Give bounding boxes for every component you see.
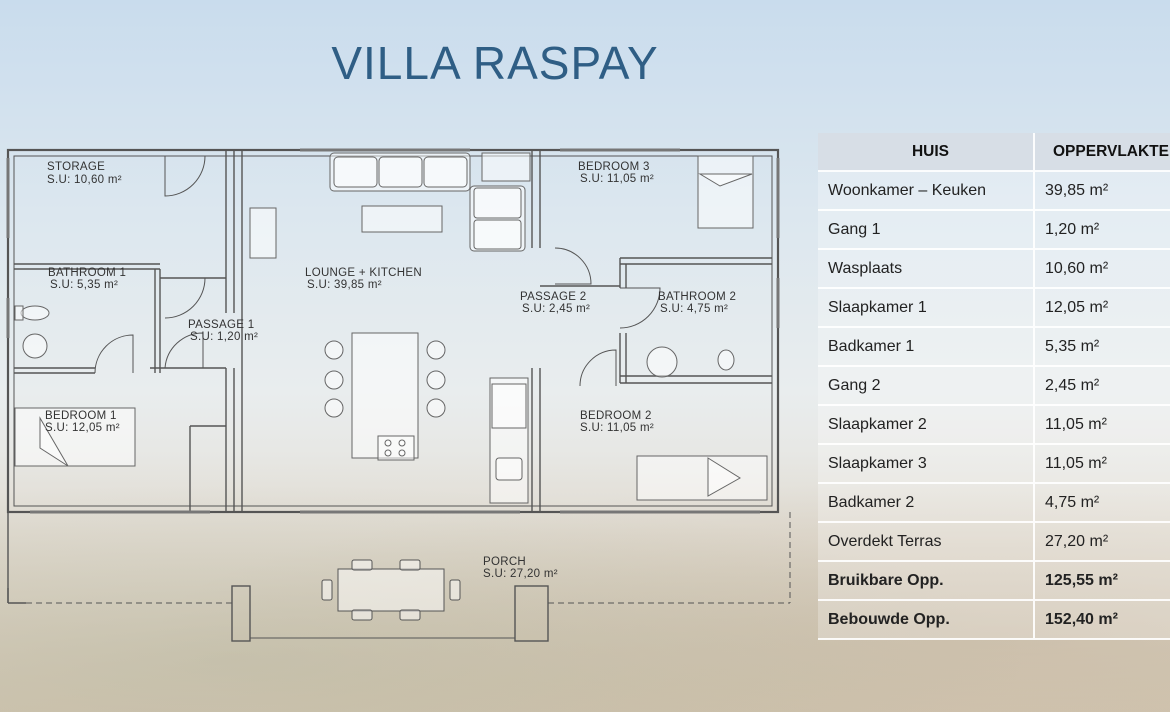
room-name: Slaapkamer 1 <box>818 288 1034 328</box>
table-header-row: HUIS OPPERVLAKTE <box>818 133 1170 172</box>
room-area: 5,35 m² <box>1033 327 1170 367</box>
room-area-lounge-kitchen: S.U: 39,85 m² <box>307 279 382 291</box>
total-row-built: Bebouwde Opp.152,40 m² <box>818 600 1170 640</box>
room-area-passage-1: S.U: 1,20 m² <box>190 331 258 343</box>
room-label-bedroom-1: BEDROOM 1 <box>45 410 117 422</box>
room-area: 2,45 m² <box>1033 366 1170 406</box>
total-value: 152,40 m² <box>1033 600 1170 640</box>
header-huis: HUIS <box>818 133 1034 172</box>
room-name: Slaapkamer 3 <box>818 444 1034 484</box>
room-name: Badkamer 1 <box>818 327 1034 367</box>
room-area: 11,05 m² <box>1033 405 1170 445</box>
room-area-porch: S.U: 27,20 m² <box>483 568 558 580</box>
room-area: 4,75 m² <box>1033 483 1170 523</box>
total-value: 125,55 m² <box>1033 561 1170 601</box>
room-area: 12,05 m² <box>1033 288 1170 328</box>
room-label-bathroom-1: BATHROOM 1 <box>48 267 126 279</box>
room-name: Wasplaats <box>818 249 1034 289</box>
room-area: 27,20 m² <box>1033 522 1170 562</box>
room-area-passage-2: S.U: 2,45 m² <box>522 303 590 315</box>
room-label-bedroom-3: BEDROOM 3 <box>578 161 650 173</box>
room-name: Slaapkamer 2 <box>818 405 1034 445</box>
room-label-bedroom-2: BEDROOM 2 <box>580 410 652 422</box>
room-label-bathroom-2: BATHROOM 2 <box>658 291 736 303</box>
room-area: 1,20 m² <box>1033 210 1170 250</box>
floor-plan-drawing: STORAGE S.U: 10,60 m² BATHROOM 1 S.U: 5,… <box>6 148 791 642</box>
room-area-bathroom-1: S.U: 5,35 m² <box>50 279 118 291</box>
room-label-porch: PORCH <box>483 556 526 568</box>
page-title: VILLA RASPAY <box>331 37 659 89</box>
room-name: Woonkamer – Keuken <box>818 171 1034 211</box>
room-area: 39,85 m² <box>1033 171 1170 211</box>
room-area-bedroom-3: S.U: 11,05 m² <box>580 173 654 185</box>
room-name: Gang 1 <box>818 210 1034 250</box>
room-label-passage-1: PASSAGE 1 <box>188 319 254 331</box>
room-area-bedroom-1: S.U: 12,05 m² <box>45 422 120 434</box>
room-name: Gang 2 <box>818 366 1034 406</box>
room-label-passage-2: PASSAGE 2 <box>520 291 586 303</box>
total-label: Bruikbare Opp. <box>818 561 1034 601</box>
room-area: 11,05 m² <box>1033 444 1170 484</box>
room-label-lounge-kitchen: LOUNGE + KITCHEN <box>305 267 422 279</box>
room-area-bathroom-2: S.U: 4,75 m² <box>660 303 728 315</box>
total-label: Bebouwde Opp. <box>818 600 1034 640</box>
room-area: 10,60 m² <box>1033 249 1170 289</box>
room-name: Badkamer 2 <box>818 483 1034 523</box>
room-area-bedroom-2: S.U: 11,05 m² <box>580 422 654 434</box>
total-row-usable: Bruikbare Opp.125,55 m² <box>818 561 1170 601</box>
room-name: Overdekt Terras <box>818 522 1034 562</box>
floor-plan: STORAGE S.U: 10,60 m² BATHROOM 1 S.U: 5,… <box>0 128 800 648</box>
header-oppervlakte: OPPERVLAKTE <box>1033 133 1170 172</box>
room-area-storage: S.U: 10,60 m² <box>47 174 122 186</box>
room-label-storage: STORAGE <box>47 161 105 173</box>
